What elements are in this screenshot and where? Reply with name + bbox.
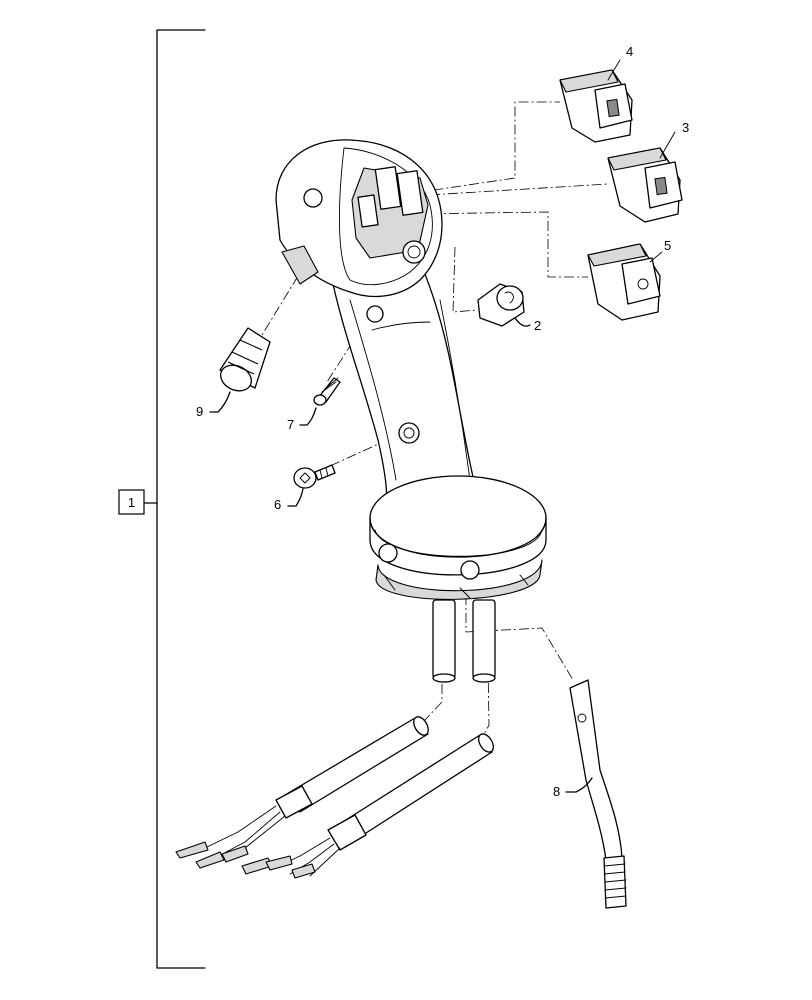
callout-9: 9 [196,404,203,419]
callout-4: 4 [626,44,633,59]
rocker-switch-3 [607,131,683,223]
rocker-switch-5 [587,243,663,321]
screw-6 [287,464,336,507]
assembly-bracket: 1 [118,29,206,969]
callout-labels: 4 3 5 2 9 7 6 8 [196,44,689,799]
callout-1: 1 [128,495,135,510]
callout-5: 5 [664,238,671,253]
push-button-2 [477,283,531,327]
threaded-rod-8 [565,679,627,909]
callout-6: 6 [274,497,281,512]
assembly-label-box [118,489,145,515]
callout-2: 2 [534,318,541,333]
plug-9 [209,327,271,413]
wire-harness [175,716,494,879]
screw-7 [299,377,341,426]
rocker-switch-4 [559,59,633,143]
joystick-handle [275,139,547,600]
callout-7: 7 [287,417,294,432]
callout-3: 3 [682,120,689,135]
cable-stubs [432,599,496,683]
callout-8: 8 [553,784,560,799]
